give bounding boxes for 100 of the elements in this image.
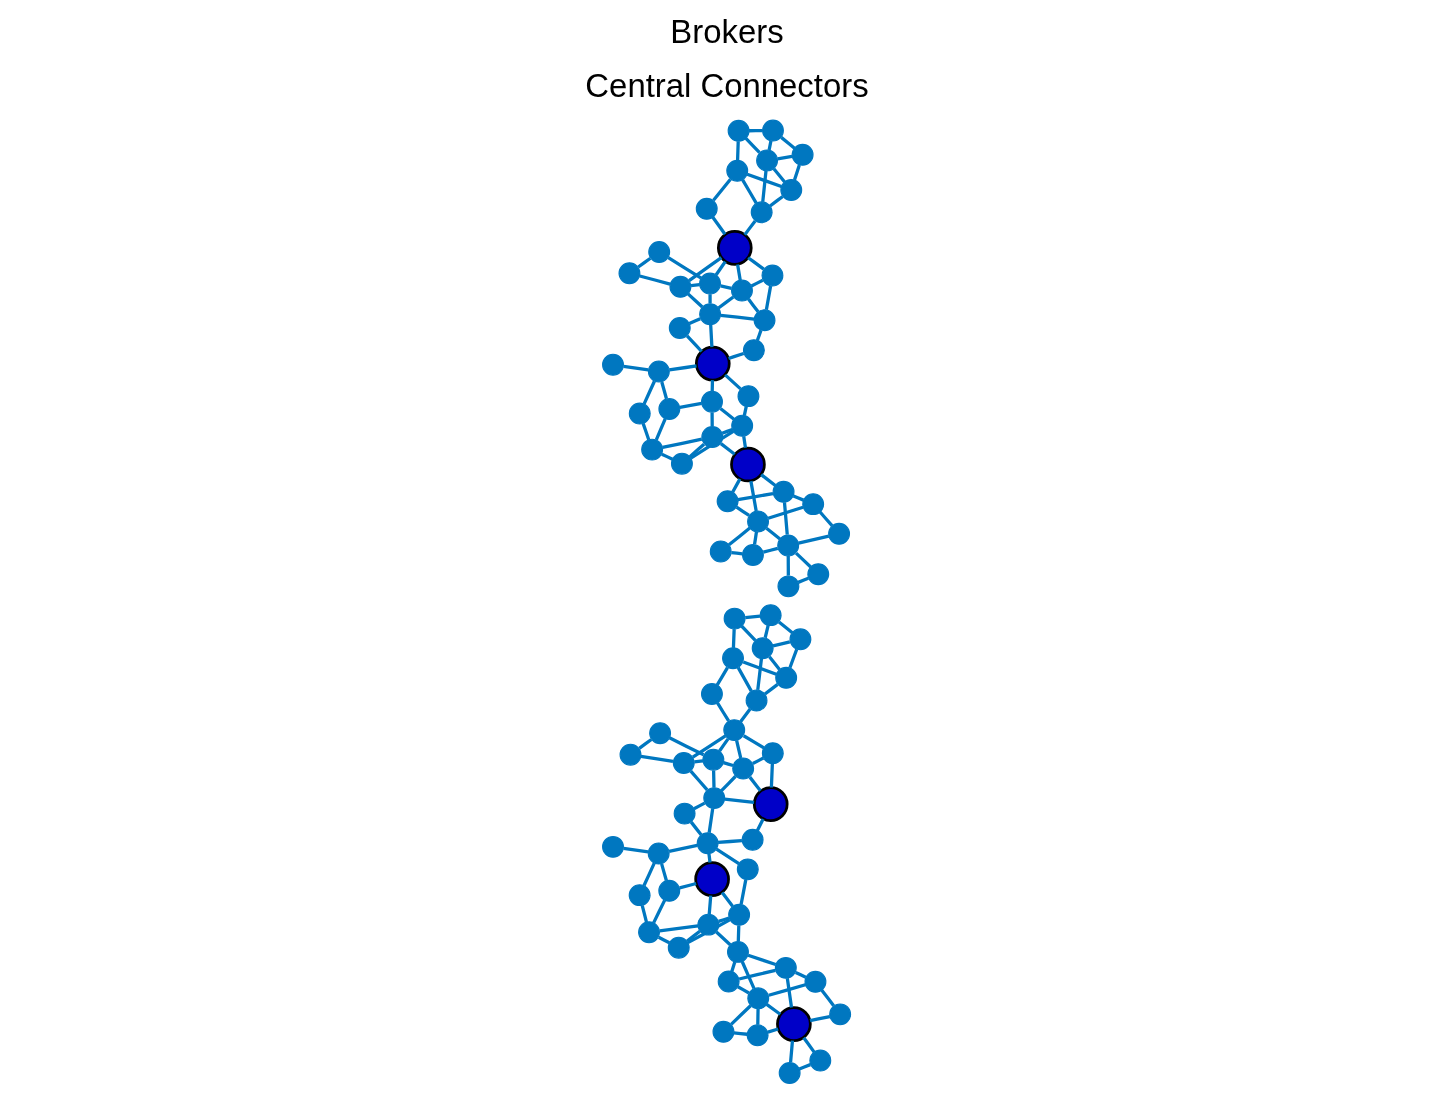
node-circle xyxy=(780,179,803,201)
node-circle xyxy=(751,637,774,660)
connector xyxy=(640,905,649,923)
connector xyxy=(718,737,730,752)
node-circle xyxy=(772,480,795,503)
connector xyxy=(765,1003,782,1016)
connector xyxy=(769,195,784,208)
connector xyxy=(642,862,656,887)
node-circle xyxy=(762,119,784,142)
node-circle xyxy=(789,628,812,651)
connector xyxy=(660,381,669,400)
connector xyxy=(756,658,764,691)
connector xyxy=(794,971,807,979)
connector xyxy=(687,918,731,945)
connector xyxy=(748,776,762,792)
connector xyxy=(765,526,781,541)
connector xyxy=(686,929,701,943)
node-circle xyxy=(701,390,723,413)
connector xyxy=(794,551,812,569)
node-circle xyxy=(628,402,651,425)
connector xyxy=(737,985,750,995)
node-circle xyxy=(649,722,672,745)
node-circle xyxy=(723,607,746,630)
connector xyxy=(724,373,742,391)
node-circle xyxy=(703,787,726,810)
connector xyxy=(679,881,697,890)
connector xyxy=(689,769,709,792)
node-circle xyxy=(727,940,749,963)
connector xyxy=(623,846,649,854)
connector xyxy=(641,423,651,441)
node-circle xyxy=(670,452,693,475)
node-circle xyxy=(641,438,664,461)
connector xyxy=(707,895,713,915)
node-circle xyxy=(750,201,773,224)
node-circle xyxy=(732,757,755,780)
connector xyxy=(661,452,674,461)
connector xyxy=(746,172,782,189)
connector xyxy=(768,983,806,997)
connector xyxy=(737,492,774,502)
connector xyxy=(820,989,835,1007)
node-circle xyxy=(730,446,766,483)
connector xyxy=(747,298,760,313)
node-circle xyxy=(777,575,800,598)
connector xyxy=(761,170,768,202)
connector xyxy=(719,442,736,456)
connector xyxy=(769,763,774,788)
connector xyxy=(720,891,734,908)
node-circle xyxy=(747,510,769,533)
node-circle xyxy=(736,858,759,881)
node-circle xyxy=(731,414,754,437)
node-circle xyxy=(747,987,770,1010)
connector xyxy=(731,629,736,648)
connector xyxy=(685,334,703,353)
connector xyxy=(731,550,743,556)
node-circle xyxy=(658,879,681,902)
connector xyxy=(763,683,779,696)
connector xyxy=(707,808,715,833)
connector xyxy=(749,480,758,512)
node-circle xyxy=(778,1062,801,1084)
node-circle xyxy=(702,748,725,771)
connector xyxy=(689,429,735,460)
connector xyxy=(742,435,748,449)
connector xyxy=(768,655,781,671)
connector xyxy=(767,1027,779,1034)
node-circle xyxy=(717,970,740,993)
connector xyxy=(669,364,697,372)
connector xyxy=(720,775,737,792)
connector xyxy=(785,978,794,1008)
connector xyxy=(777,154,793,161)
node-circle xyxy=(802,493,825,516)
node-circle xyxy=(648,241,671,263)
node-circle xyxy=(717,230,753,266)
connector xyxy=(707,853,712,863)
connector xyxy=(710,412,714,427)
connector xyxy=(798,534,830,545)
node-circle xyxy=(716,490,739,513)
connector xyxy=(642,380,656,405)
node-circle xyxy=(728,903,751,926)
connector xyxy=(688,256,723,282)
connector xyxy=(736,925,741,942)
node-circle xyxy=(828,522,851,545)
connector xyxy=(772,167,786,183)
connector xyxy=(717,838,743,845)
node-circle xyxy=(697,913,720,936)
connector xyxy=(755,329,763,341)
node-circle xyxy=(619,743,642,766)
connector xyxy=(688,443,706,458)
connector xyxy=(638,738,653,750)
connector xyxy=(720,313,755,321)
connector xyxy=(741,179,758,204)
node-circle xyxy=(618,262,641,285)
connector xyxy=(763,625,770,639)
connector xyxy=(743,219,757,236)
node-circle xyxy=(809,1049,832,1072)
connector xyxy=(809,1014,831,1023)
node-circle xyxy=(695,197,718,220)
connector xyxy=(712,178,732,202)
connector xyxy=(730,1004,752,1026)
node-circle xyxy=(694,861,730,897)
connector xyxy=(767,140,773,151)
